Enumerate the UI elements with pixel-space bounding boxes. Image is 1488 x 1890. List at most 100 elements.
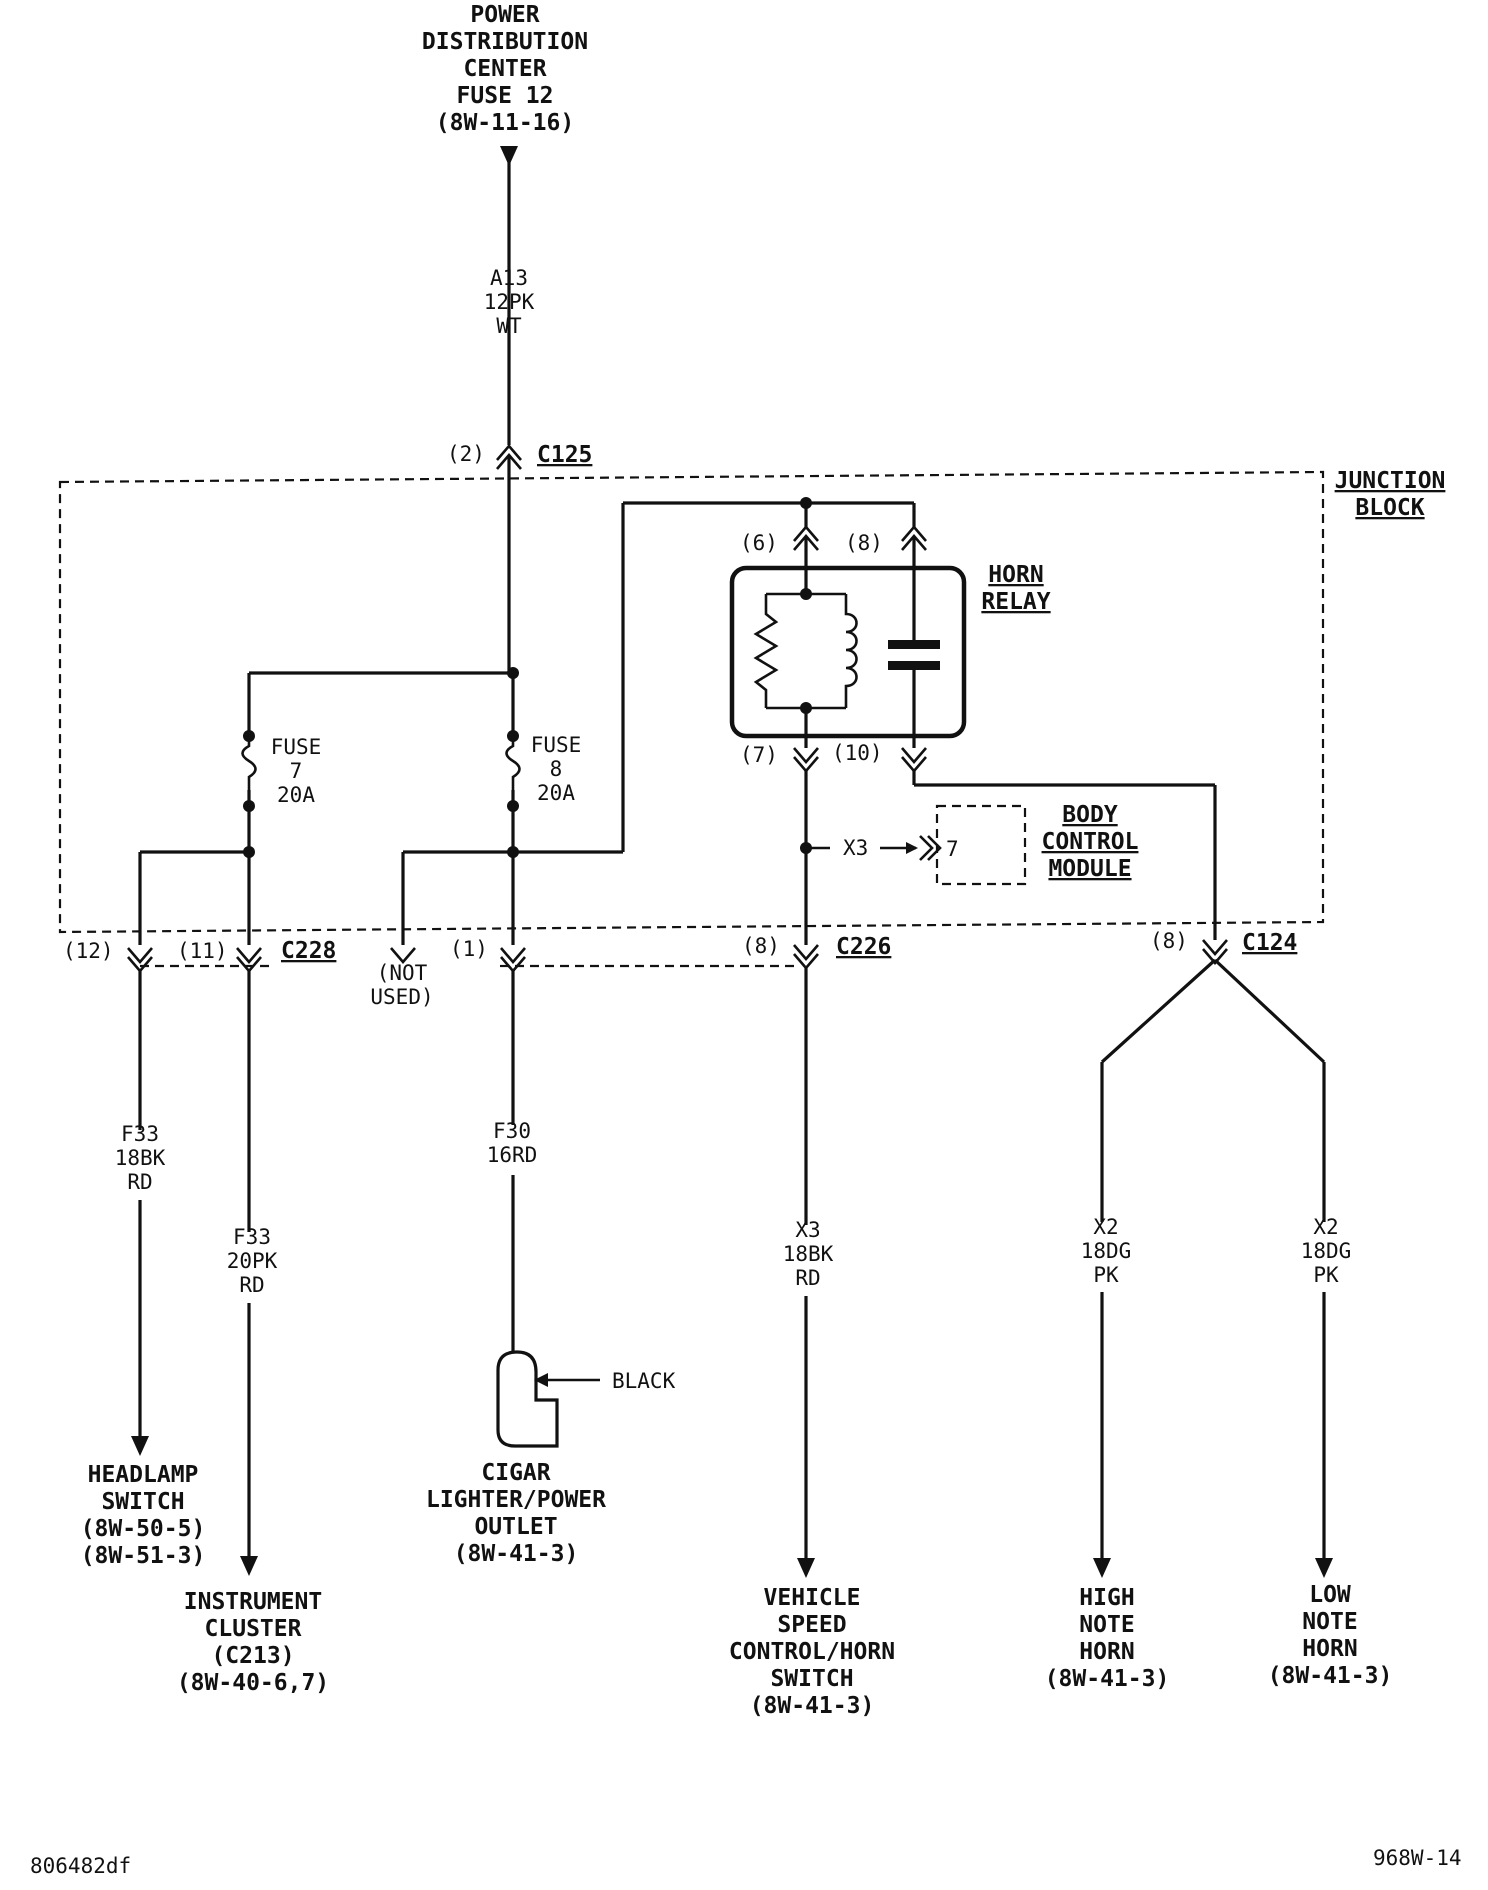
svg-text:18BK: 18BK bbox=[783, 1242, 834, 1266]
svg-text:18DG: 18DG bbox=[1081, 1239, 1132, 1263]
c125-name: C125 bbox=[537, 442, 592, 468]
svg-text:18BK: 18BK bbox=[115, 1146, 166, 1170]
svg-text:LIGHTER/POWER: LIGHTER/POWER bbox=[426, 1487, 606, 1513]
svg-text:HORN: HORN bbox=[1079, 1639, 1134, 1665]
junction-block-label: JUNCTION BLOCK bbox=[1335, 468, 1446, 521]
svg-text:FUSE: FUSE bbox=[271, 735, 322, 759]
bcm-label: BODY CONTROL MODULE bbox=[1042, 802, 1139, 882]
horn-wires bbox=[1093, 958, 1333, 1578]
svg-text:USED): USED) bbox=[370, 985, 433, 1009]
junction-block-outline bbox=[58, 470, 1325, 934]
x3-wire bbox=[800, 770, 1027, 945]
c124-pin: (8) bbox=[1150, 929, 1188, 953]
svg-text:20PK: 20PK bbox=[227, 1249, 278, 1273]
wire-f30-label: F30 16RD bbox=[487, 1119, 538, 1167]
svg-text:OUTLET: OUTLET bbox=[474, 1514, 557, 1540]
not-used-label: (NOT USED) bbox=[370, 961, 433, 1009]
c226-pin: (8) bbox=[742, 934, 780, 958]
svg-text:SWITCH: SWITCH bbox=[101, 1489, 184, 1515]
relay-pin-8: (8) bbox=[845, 531, 883, 555]
svg-text:(8W-51-3): (8W-51-3) bbox=[81, 1543, 206, 1569]
svg-text:FUSE: FUSE bbox=[531, 733, 582, 757]
svg-text:POWER: POWER bbox=[470, 2, 539, 28]
svg-text:(8W-40-6,7): (8W-40-6,7) bbox=[177, 1670, 329, 1696]
relay-pin-10: (10) bbox=[832, 741, 883, 765]
svg-text:20A: 20A bbox=[537, 781, 575, 805]
headlamp-wire bbox=[131, 970, 149, 1456]
footer-left: 806482df bbox=[30, 1854, 131, 1878]
c228-pin11: (11) bbox=[177, 939, 228, 963]
svg-text:MODULE: MODULE bbox=[1048, 856, 1131, 882]
svg-text:RD: RD bbox=[127, 1170, 152, 1194]
footer-right: 968W-14 bbox=[1373, 1846, 1462, 1870]
dest-cigar-label: CIGAR LIGHTER/POWER OUTLET (8W-41-3) bbox=[426, 1460, 606, 1567]
svg-text:12PK: 12PK bbox=[484, 290, 535, 314]
svg-text:CONTROL: CONTROL bbox=[1042, 829, 1139, 855]
main-feed-wire bbox=[496, 146, 522, 673]
svg-text:SWITCH: SWITCH bbox=[770, 1666, 853, 1692]
svg-text:X3: X3 bbox=[795, 1218, 820, 1242]
relay-pin-6: (6) bbox=[740, 531, 778, 555]
svg-text:(8W-41-3): (8W-41-3) bbox=[1268, 1663, 1393, 1689]
svg-text:DISTRIBUTION: DISTRIBUTION bbox=[422, 29, 588, 55]
wire-x3-label: X3 18BK RD bbox=[783, 1218, 834, 1290]
svg-text:HORN: HORN bbox=[988, 562, 1043, 588]
fuse7-branch bbox=[138, 671, 515, 945]
svg-text:(NOT: (NOT bbox=[377, 961, 428, 985]
svg-text:BLOCK: BLOCK bbox=[1355, 495, 1424, 521]
dest-vehicle-speed-label: VEHICLE SPEED CONTROL/HORN SWITCH (8W-41… bbox=[729, 1585, 895, 1719]
svg-text:JUNCTION: JUNCTION bbox=[1335, 468, 1446, 494]
svg-text:FUSE 12: FUSE 12 bbox=[457, 83, 554, 109]
bcm-wire-label: X3 bbox=[843, 836, 868, 860]
svg-text:BODY: BODY bbox=[1062, 802, 1118, 828]
wire-f33-pk-label: F33 20PK RD bbox=[227, 1225, 278, 1297]
fuse8-label: FUSE 8 20A bbox=[531, 733, 582, 805]
c228-name: C228 bbox=[281, 938, 336, 964]
c124-name: C124 bbox=[1242, 930, 1297, 956]
svg-text:SPEED: SPEED bbox=[777, 1612, 846, 1638]
cluster-wire bbox=[240, 970, 258, 1576]
svg-text:CLUSTER: CLUSTER bbox=[205, 1616, 302, 1642]
svg-text:CENTER: CENTER bbox=[463, 56, 546, 82]
svg-text:F30: F30 bbox=[493, 1119, 531, 1143]
svg-text:CONTROL/HORN: CONTROL/HORN bbox=[729, 1639, 895, 1665]
wire-x2-low-label: X2 18DG PK bbox=[1301, 1215, 1352, 1287]
black-label: BLACK bbox=[612, 1369, 676, 1393]
dest-headlamp-label: HEADLAMP SWITCH (8W-50-5) (8W-51-3) bbox=[81, 1462, 206, 1569]
svg-text:18DG: 18DG bbox=[1301, 1239, 1352, 1263]
svg-text:RELAY: RELAY bbox=[981, 589, 1050, 615]
relay-pin-7: (7) bbox=[740, 743, 778, 767]
svg-text:RD: RD bbox=[239, 1273, 264, 1297]
svg-text:HORN: HORN bbox=[1302, 1636, 1357, 1662]
c228-pin1: (1) bbox=[450, 937, 488, 961]
svg-text:(8W-41-3): (8W-41-3) bbox=[454, 1541, 579, 1567]
svg-text:20A: 20A bbox=[277, 783, 315, 807]
fuse8-branch bbox=[401, 497, 914, 945]
fuse7-label: FUSE 7 20A bbox=[271, 735, 322, 807]
svg-text:(C213): (C213) bbox=[211, 1643, 294, 1669]
svg-text:(8W-50-5): (8W-50-5) bbox=[81, 1516, 206, 1542]
svg-text:X2: X2 bbox=[1313, 1215, 1338, 1239]
svg-text:PK: PK bbox=[1313, 1263, 1339, 1287]
svg-text:F33: F33 bbox=[233, 1225, 271, 1249]
svg-text:LOW: LOW bbox=[1309, 1582, 1351, 1608]
wire-x2-high-label: X2 18DG PK bbox=[1081, 1215, 1132, 1287]
svg-text:HIGH: HIGH bbox=[1079, 1585, 1134, 1611]
svg-text:INSTRUMENT: INSTRUMENT bbox=[184, 1589, 322, 1615]
svg-text:(8W-11-16): (8W-11-16) bbox=[436, 110, 574, 136]
svg-text:A13: A13 bbox=[490, 266, 528, 290]
c228-pin12: (12) bbox=[63, 939, 114, 963]
svg-text:PK: PK bbox=[1093, 1263, 1119, 1287]
dest-high-horn-label: HIGH NOTE HORN (8W-41-3) bbox=[1045, 1585, 1170, 1692]
svg-text:HEADLAMP: HEADLAMP bbox=[88, 1462, 199, 1488]
power-source-label: POWER DISTRIBUTION CENTER FUSE 12 (8W-11… bbox=[422, 2, 588, 136]
wire-f33-bk-label: F33 18BK RD bbox=[115, 1122, 166, 1194]
svg-text:NOTE: NOTE bbox=[1302, 1609, 1357, 1635]
dest-cluster-label: INSTRUMENT CLUSTER (C213) (8W-40-6,7) bbox=[177, 1589, 329, 1696]
svg-text:CIGAR: CIGAR bbox=[481, 1460, 550, 1486]
svg-text:VEHICLE: VEHICLE bbox=[764, 1585, 861, 1611]
cigar-wire bbox=[496, 970, 600, 1448]
c125-pin: (2) bbox=[447, 442, 485, 466]
svg-text:F33: F33 bbox=[121, 1122, 159, 1146]
